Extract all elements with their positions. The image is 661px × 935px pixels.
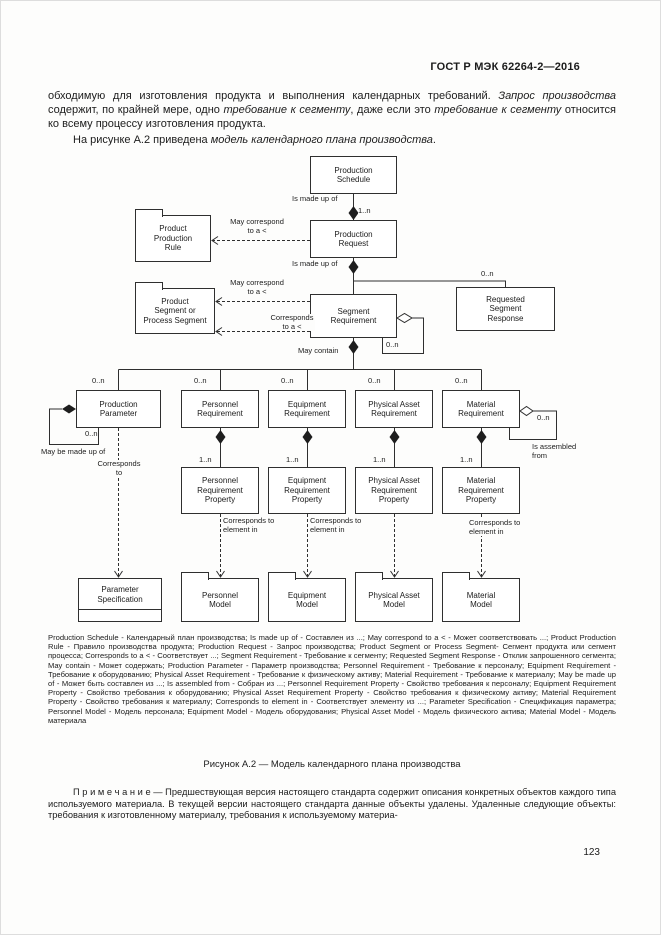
edge-label-corresponds-to-a: Corresponds to a < <box>269 313 315 331</box>
multiplicity-label: 0..n <box>368 376 381 386</box>
text-run: относится ко всему процессу изготовления… <box>48 104 616 130</box>
edge-label-corresponds-to-element-in: Corresponds to element in <box>223 516 275 534</box>
multiplicity-label: 0..n <box>85 429 98 439</box>
node-equipment-model: Equipment Model <box>268 572 346 622</box>
figure-legend: Production Schedule - Календарный план п… <box>48 633 616 725</box>
aggregation-diamond-icons <box>396 312 534 417</box>
figure-caption: Рисунок А.2 — Модель календарного плана … <box>203 759 461 770</box>
edge-label-corresponds-to-element-in: Corresponds to element in <box>310 516 362 534</box>
node-production-request: Production Request <box>310 220 397 258</box>
multiplicity-label: 1..n <box>373 455 386 465</box>
edge-label-is-made-up-of: Is made up of <box>292 259 338 269</box>
node-material-requirement: Material Requirement <box>442 390 520 428</box>
edge-label-is-assembled-from: Is assembled from <box>532 442 582 460</box>
text-run: . <box>432 134 436 146</box>
text-run-italic: Запрос производства <box>498 90 616 102</box>
node-requested-segment-response: Requested Segment Response <box>456 287 555 331</box>
node-physical-asset-requirement: Physical Asset Requirement <box>355 390 433 428</box>
edge-label-may-correspond-to-a: May correspond to a < <box>226 217 288 235</box>
multiplicity-label: 1..n <box>460 455 473 465</box>
node-personnel-requirement: Personnel Requirement <box>181 390 259 428</box>
node-physical-asset-model: Physical Asset Model <box>355 572 433 622</box>
multiplicity-label: 0..n <box>455 376 468 386</box>
node-parameter-specification: Parameter Specification <box>78 578 162 622</box>
note-paragraph: П р и м е ч а н и е — Предшествующая вер… <box>48 787 616 821</box>
text-run: , даже если это <box>350 104 435 116</box>
multiplicity-label: 0..n <box>281 376 294 386</box>
node-equipment-requirement-property: Equipment Requirement Property <box>268 467 346 514</box>
edge-label-corresponds-to: Corresponds to <box>93 459 145 477</box>
multiplicity-label: 1..n <box>199 455 212 465</box>
node-personnel-model: Personnel Model <box>181 572 259 622</box>
multiplicity-label: 0..n <box>386 340 399 350</box>
node-product-segment-or-process-segment: Product Segment or Process Segment <box>135 282 215 334</box>
text-run: содержит, по крайней мере, одно <box>48 104 224 116</box>
edge-label-may-be-made-up-of: May be made up of <box>41 447 106 457</box>
text-run-italic: требование к сегменту <box>434 104 562 116</box>
edge-label-may-contain: May contain <box>298 346 339 356</box>
node-segment-requirement: Segment Requirement <box>310 294 397 338</box>
composition-diamond-icons <box>62 206 487 444</box>
edge-label-corresponds-to-element-in: Corresponds to element in <box>469 518 521 536</box>
multiplicity-label: 0..n <box>92 376 105 386</box>
text-run: На рисунке А.2 приведена <box>73 134 211 146</box>
multiplicity-label: 1..n <box>358 206 371 216</box>
text-run-italic: требование к сегменту <box>223 104 351 116</box>
page-number: 123 <box>583 847 600 858</box>
edge-label-may-correspond-to-a: May correspond to a < <box>226 278 288 296</box>
node-material-model: Material Model <box>442 572 520 622</box>
figure-reference-paragraph: На рисунке А.2 приведена модель календар… <box>48 133 616 147</box>
edge-label-is-made-up-of: Is made up of <box>292 194 338 204</box>
multiplicity-label: 0..n <box>194 376 207 386</box>
node-personnel-requirement-property: Personnel Requirement Property <box>181 467 259 514</box>
text-run: обходимую для изготовления продукта и вы… <box>48 90 499 102</box>
multiplicity-label: 0..n <box>481 269 494 279</box>
node-equipment-requirement: Equipment Requirement <box>268 390 346 428</box>
document-header: ГОСТ Р МЭК 62264-2—2016 <box>430 61 580 73</box>
intro-paragraph: обходимую для изготовления продукта и вы… <box>48 89 616 131</box>
node-production-parameter: Production Parameter <box>76 390 161 428</box>
node-production-schedule: Production Schedule <box>310 156 397 194</box>
node-physical-asset-requirement-property: Physical Asset Requirement Property <box>355 467 433 514</box>
multiplicity-label: 0..n <box>537 413 550 423</box>
multiplicity-label: 1..n <box>286 455 299 465</box>
node-material-requirement-property: Material Requirement Property <box>442 467 520 514</box>
arrowhead-icons <box>114 236 486 578</box>
text-run-italic: модель календарного плана производства <box>210 134 433 146</box>
node-product-production-rule: Product Production Rule <box>135 209 211 262</box>
